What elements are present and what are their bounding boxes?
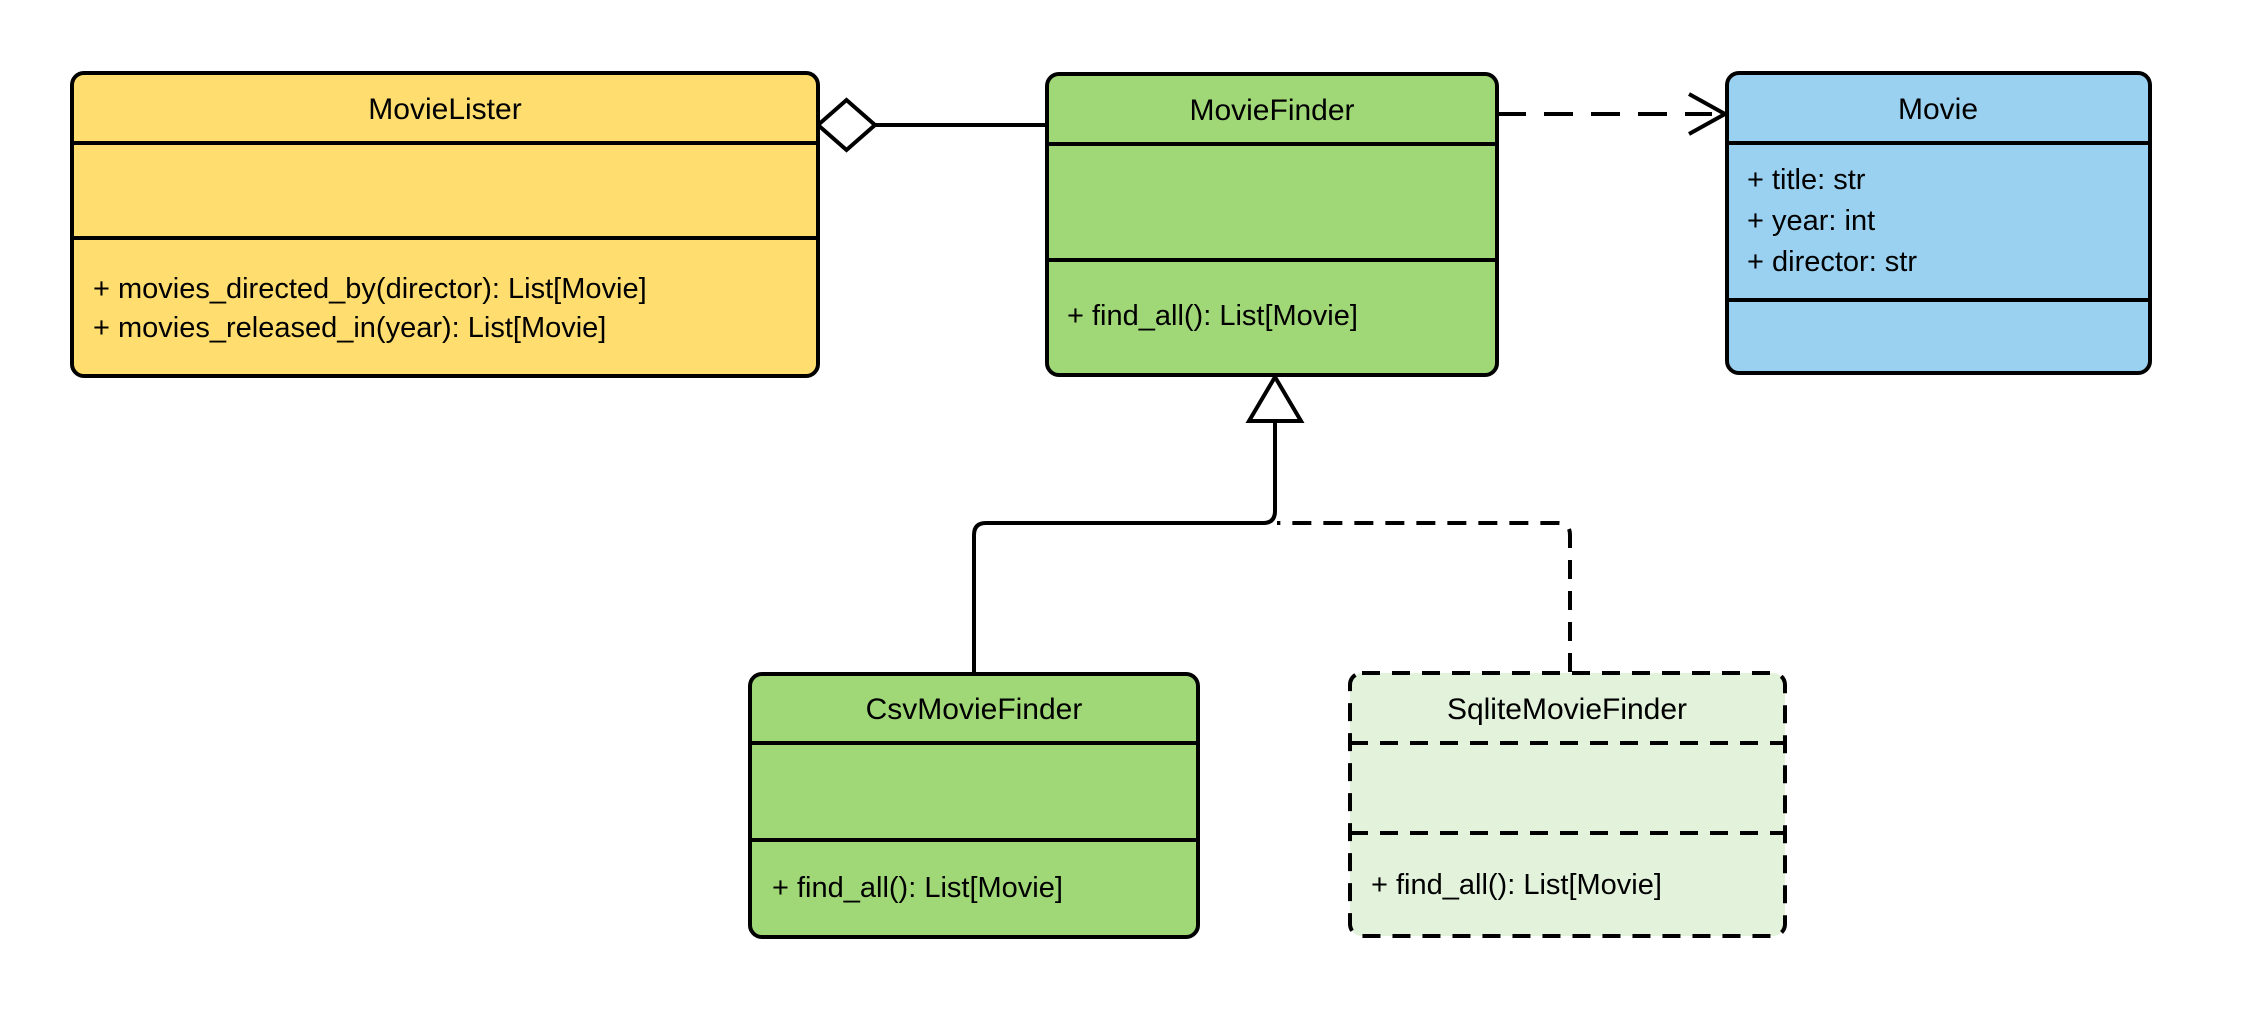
generalization-edge-csvmoviefinder-moviefinder[interactable] — [972, 373, 1305, 674]
class-body — [70, 71, 820, 378]
realization-edge-sqlitemoviefinder-moviefinder[interactable] — [1277, 521, 1572, 672]
class-title: MovieLister — [368, 93, 521, 126]
realization-dashed-line — [1277, 521, 1572, 672]
aggregation-edge-movielister-moviefinder[interactable] — [814, 97, 1047, 153]
dependency-edge-moviefinder-movie[interactable] — [1497, 92, 1730, 136]
class-body — [1348, 671, 1787, 938]
inheritance-triangle-icon — [1245, 373, 1305, 423]
class-method: + movies_directed_by(director): List[Mov… — [93, 273, 647, 305]
class-attribute: + director: str — [1747, 246, 1917, 278]
class-sqlitemoviefinder[interactable]: SqliteMovieFinder + find_all(): List[Mov… — [1348, 671, 1787, 938]
class-method: + find_all(): List[Movie] — [1371, 869, 1662, 901]
aggregation-diamond-icon — [814, 97, 879, 153]
class-movielister[interactable]: MovieLister + movies_directed_by(directo… — [70, 71, 820, 378]
class-attribute: + title: str — [1747, 164, 1866, 196]
class-title: Movie — [1898, 93, 1978, 126]
class-title: SqliteMovieFinder — [1447, 693, 1687, 726]
class-body — [748, 672, 1200, 939]
class-method: + movies_released_in(year): List[Movie] — [93, 312, 606, 344]
class-body — [1045, 72, 1499, 377]
class-moviefinder[interactable]: MovieFinder + find_all(): List[Movie] — [1045, 72, 1499, 377]
generalization-line — [972, 421, 1277, 674]
class-csvmoviefinder[interactable]: CsvMovieFinder + find_all(): List[Movie] — [748, 672, 1200, 939]
class-movie[interactable]: Movie + title: str + year: int + directo… — [1725, 71, 2152, 375]
class-title: MovieFinder — [1189, 94, 1354, 127]
class-method: + find_all(): List[Movie] — [772, 872, 1063, 904]
class-attribute: + year: int — [1747, 205, 1875, 237]
class-method: + find_all(): List[Movie] — [1067, 300, 1358, 332]
class-title: CsvMovieFinder — [866, 693, 1083, 726]
